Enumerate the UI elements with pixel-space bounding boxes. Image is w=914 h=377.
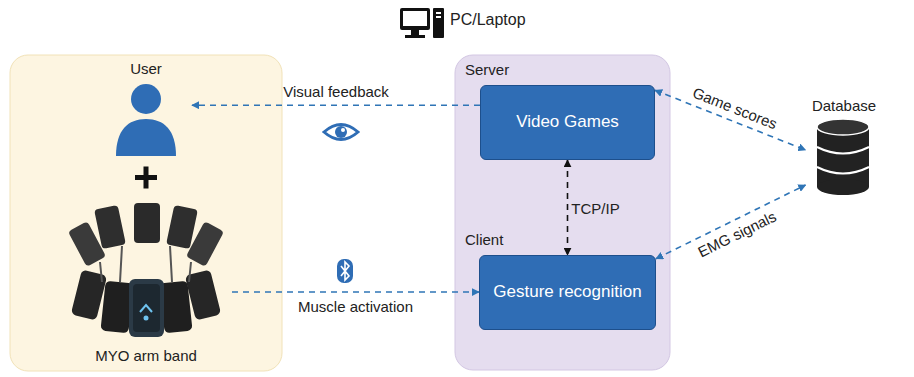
node-label: Server <box>465 61 509 78</box>
person-icon-part <box>116 119 176 156</box>
myo-armband-part <box>129 279 164 337</box>
box-label: Video Games <box>508 112 627 132</box>
bluetooth-icon-part <box>337 259 353 283</box>
computer-icon-part <box>436 12 441 14</box>
computer-icon-part <box>433 8 444 38</box>
node-label: Client <box>465 231 503 248</box>
myo-armband-part <box>186 221 224 267</box>
person-icon-part <box>131 84 161 114</box>
computer-icon-part <box>405 35 425 38</box>
device-label: PC/Laptop <box>450 11 526 29</box>
node-label: Database <box>812 97 876 114</box>
myo-armband-part <box>159 281 192 334</box>
myo-armband-part <box>144 316 149 321</box>
eye-icon <box>324 125 358 140</box>
database-icon-part <box>817 127 869 187</box>
box-label: Gesture recognition <box>485 282 649 302</box>
eye-icon-part <box>341 128 345 132</box>
computer-icon-part <box>436 16 441 18</box>
database-node: Database <box>806 95 883 195</box>
myo-armband-part <box>100 246 191 282</box>
plus-sign-part <box>144 167 149 189</box>
bluetooth-icon <box>337 259 353 283</box>
dashed-connector <box>192 104 480 106</box>
eye-icon-part <box>335 126 347 138</box>
dashed-connector <box>232 291 479 293</box>
node-label: User <box>130 60 162 77</box>
pc-panel-part <box>455 55 670 370</box>
dashed-connector <box>656 185 806 259</box>
plus-sign <box>135 167 157 189</box>
myo-armband-part <box>100 281 133 334</box>
node-label: MYO arm band <box>95 347 197 364</box>
user-panel <box>10 55 282 371</box>
myo-armband-part <box>134 203 160 243</box>
edge-label: Game scores <box>690 84 779 133</box>
edge-label: TCP/IP <box>571 199 619 216</box>
edge-label: Muscle activation <box>298 298 413 315</box>
user-panel-part <box>10 55 282 371</box>
database-icon-part <box>817 147 869 154</box>
bluetooth-icon-part <box>341 262 349 280</box>
myo-armband-part <box>166 205 198 249</box>
process-box: Video Games <box>480 85 655 160</box>
myo-armband-part <box>94 205 126 249</box>
database-icon-part <box>817 119 869 135</box>
computer-icon-part <box>400 8 430 30</box>
myo-armband-part <box>133 284 160 332</box>
process-box: Gesture recognition <box>479 255 656 330</box>
user-node: User <box>100 58 192 158</box>
pc-panel: ServerClient Video GamesGesture recogniti… <box>455 55 670 370</box>
edge-label: Visual feedback <box>283 83 389 100</box>
myo-armband <box>68 203 224 337</box>
armband-node: MYO arm band <box>60 190 232 370</box>
database-icon-part <box>817 179 869 195</box>
computer-icon <box>400 8 444 38</box>
myo-armband-part <box>140 305 152 312</box>
computer-icon-part <box>411 30 419 35</box>
pc-panel <box>455 55 670 370</box>
person-icon <box>116 84 176 156</box>
database-icon-part <box>817 167 869 174</box>
computer-icon-part <box>403 11 427 26</box>
database-icon <box>817 119 869 195</box>
dashed-connector <box>567 160 569 255</box>
eye-icon-part <box>324 125 358 140</box>
